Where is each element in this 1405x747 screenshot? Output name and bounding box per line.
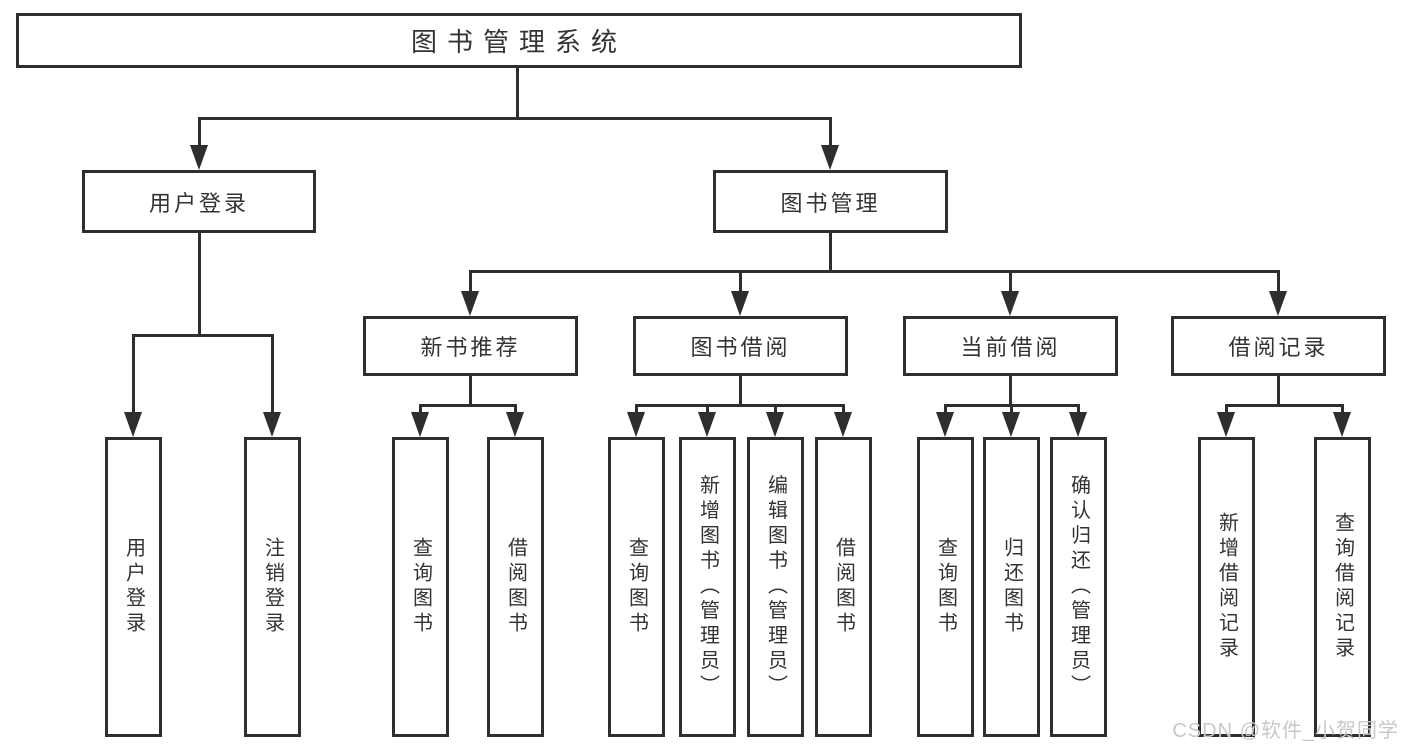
connector-line [1225,404,1344,407]
arrow-down-icon [1001,291,1019,316]
arrow-down-icon [1069,412,1087,437]
node-label: 借阅记录 [1228,335,1329,360]
arrow-down-icon [821,145,839,170]
connector-line [1010,405,1013,415]
node-label: 注销登录 [261,537,284,637]
connector-line [198,118,201,148]
arrow-down-icon [190,145,208,170]
node-label: 借阅图书 [504,537,527,637]
node-label: 查询图书 [409,537,432,637]
connector-line [198,117,832,120]
connector-line [635,405,638,415]
node-label: 编辑图书（管理员） [764,474,787,700]
arrow-down-icon [1217,412,1235,437]
node-leaf-query-books: 查询图书 [917,437,974,737]
connector-line [132,335,135,415]
connector-line [829,233,832,273]
connector-line [271,335,274,415]
node-leaf-query-books: 查询图书 [392,437,449,737]
arrow-down-icon [627,412,645,437]
node-leaf-user-login: 用户登录 [105,437,162,737]
node-book-borrowing: 图书借阅 [633,316,848,376]
node-label: 确认归还（管理员） [1067,474,1090,700]
node-leaf-query-books: 查询图书 [608,437,665,737]
node-leaf-logout: 注销登录 [244,437,301,737]
node-leaf-borrow-books: 借阅图书 [487,437,544,737]
node-label: 查询图书 [934,537,957,637]
arrow-down-icon [506,412,524,437]
arrow-down-icon [766,412,784,437]
node-label: 图书管理系统 [410,27,627,57]
node-label: 归还图书 [1000,537,1023,637]
node-leaf-confirm-return-admin: 确认归还（管理员） [1050,437,1107,737]
arrow-down-icon [834,412,852,437]
connector-line [514,405,517,415]
connector-line [706,405,709,415]
arrow-down-icon [263,412,281,437]
arrow-down-icon [698,412,716,437]
node-label: 新增图书（管理员） [696,474,719,700]
node-leaf-edit-book-admin: 编辑图书（管理员） [747,437,804,737]
arrow-down-icon [1333,412,1351,437]
connector-line [132,334,274,337]
node-label: 新书推荐 [420,335,521,360]
connector-line [774,405,777,415]
csdn-watermark: CSDN @软件_小贺同学 [1172,720,1399,742]
arrow-down-icon [936,412,954,437]
connector-line [516,68,519,120]
node-label: 当前借阅 [960,335,1061,360]
connector-line [469,374,472,407]
node-leaf-query-borrow-record: 查询借阅记录 [1314,437,1371,737]
arrow-down-icon [1002,412,1020,437]
connector-line [635,404,845,407]
node-label: 查询图书 [625,537,648,637]
node-label: 用户登录 [122,537,145,637]
arrow-down-icon [1269,291,1287,316]
connector-line [419,404,517,407]
connector-line [944,405,947,415]
node-label: 借阅图书 [832,537,855,637]
connector-line [1341,405,1344,415]
node-borrow-records: 借阅记录 [1171,316,1386,376]
connector-line [469,270,1280,273]
connector-line [469,271,472,295]
node-leaf-add-book-admin: 新增图书（管理员） [679,437,736,737]
connector-line [1077,405,1080,415]
arrow-down-icon [124,412,142,437]
connector-line [739,271,742,295]
connector-line [739,374,742,407]
node-label: 用户登录 [148,190,249,216]
connector-line [842,405,845,415]
arrow-down-icon [461,291,479,316]
node-leaf-add-borrow-record: 新增借阅记录 [1198,437,1255,737]
connector-line [829,118,832,148]
node-book-management: 图书管理 [713,170,948,233]
connector-line [198,233,201,337]
connector-line [1009,271,1012,295]
arrow-down-icon [411,412,429,437]
node-user-login: 用户登录 [82,170,316,233]
node-leaf-return-books: 归还图书 [983,437,1040,737]
connector-line [1277,271,1280,295]
node-label: 图书借阅 [690,335,791,360]
node-library-system: 图书管理系统 [16,13,1022,68]
node-current-borrowing: 当前借阅 [903,316,1118,376]
connector-line [1009,374,1012,407]
arrow-down-icon [731,291,749,316]
node-new-book-recommend: 新书推荐 [363,316,578,376]
node-label: 新增借阅记录 [1215,512,1238,662]
node-label: 查询借阅记录 [1331,512,1354,662]
connector-line [419,405,422,415]
node-leaf-borrow-books: 借阅图书 [815,437,872,737]
node-label: 图书管理 [780,190,881,216]
connector-line [1225,405,1228,415]
connector-line [1277,374,1280,407]
